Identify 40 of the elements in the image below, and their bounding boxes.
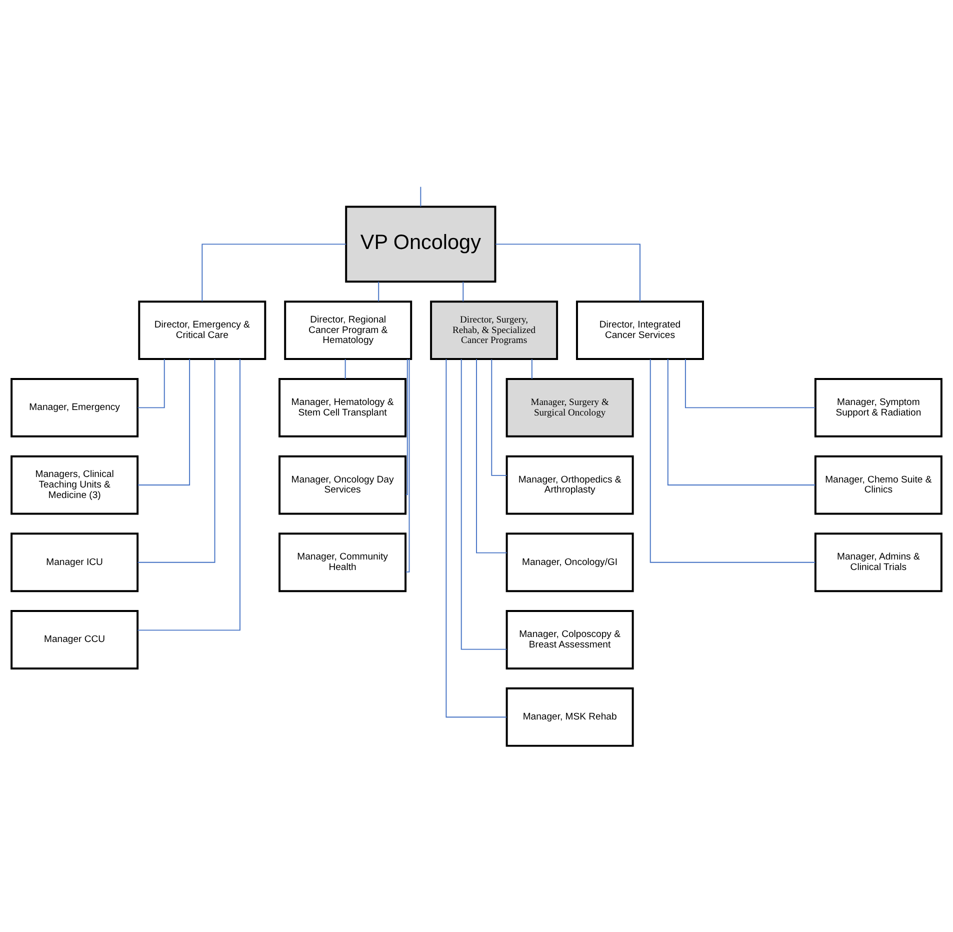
node-box: Director, Regional Cancer Program & Hematology xyxy=(284,300,412,360)
connector xyxy=(137,358,165,408)
connector xyxy=(684,358,816,408)
connector xyxy=(137,358,190,486)
connector xyxy=(344,358,346,380)
connector xyxy=(137,358,240,631)
connector xyxy=(491,358,508,476)
connector xyxy=(405,358,408,496)
node-box: Manager, MSK Rehab xyxy=(506,687,634,747)
node-box: Manager, Hematology & Stem Cell Transplant xyxy=(278,378,407,438)
node-box: Manager, Emergency xyxy=(10,378,139,438)
node-box: Manager, Orthopedics & Arthroplasty xyxy=(506,455,634,515)
node-box: VP Oncology xyxy=(345,206,496,283)
connector xyxy=(476,358,508,554)
connector xyxy=(667,358,816,486)
connector xyxy=(495,244,640,302)
connector xyxy=(378,281,380,302)
connector xyxy=(137,358,216,563)
connector xyxy=(460,358,508,650)
node-box: Manager, Symptom Support & Radiation xyxy=(814,378,942,438)
connector xyxy=(405,358,410,572)
node-box: Manager, Admins & Clinical Trials xyxy=(814,532,942,592)
node-box: Manager, Chemo Suite & Clinics xyxy=(814,455,942,515)
node-box: Manager, Colposcopy & Breast Assessment xyxy=(506,610,634,670)
node-box: Manager, Oncology Day Services xyxy=(278,455,407,515)
connector xyxy=(650,358,816,563)
node-box: Director, Surgery, Rehab, & Specialized Cancer Programs xyxy=(430,300,558,360)
node-box: Director, Emergency & Critical Care xyxy=(138,300,266,360)
node-box: Manager, Oncology/GI xyxy=(506,532,634,592)
node-box: Manager CCU xyxy=(10,610,139,670)
connector xyxy=(462,281,464,302)
node-box: Director, Integrated Cancer Services xyxy=(576,300,704,360)
node-box: Managers, Clinical Teaching Units & Medicine (3) xyxy=(10,455,139,515)
connector xyxy=(446,358,508,718)
connector xyxy=(420,186,422,207)
connector xyxy=(202,244,347,302)
node-box: Manager, Surgery & Surgical Oncology xyxy=(506,378,634,438)
node-box: Manager ICU xyxy=(10,532,139,592)
node-box: Manager, Community Health xyxy=(278,532,407,592)
connector xyxy=(531,358,532,380)
